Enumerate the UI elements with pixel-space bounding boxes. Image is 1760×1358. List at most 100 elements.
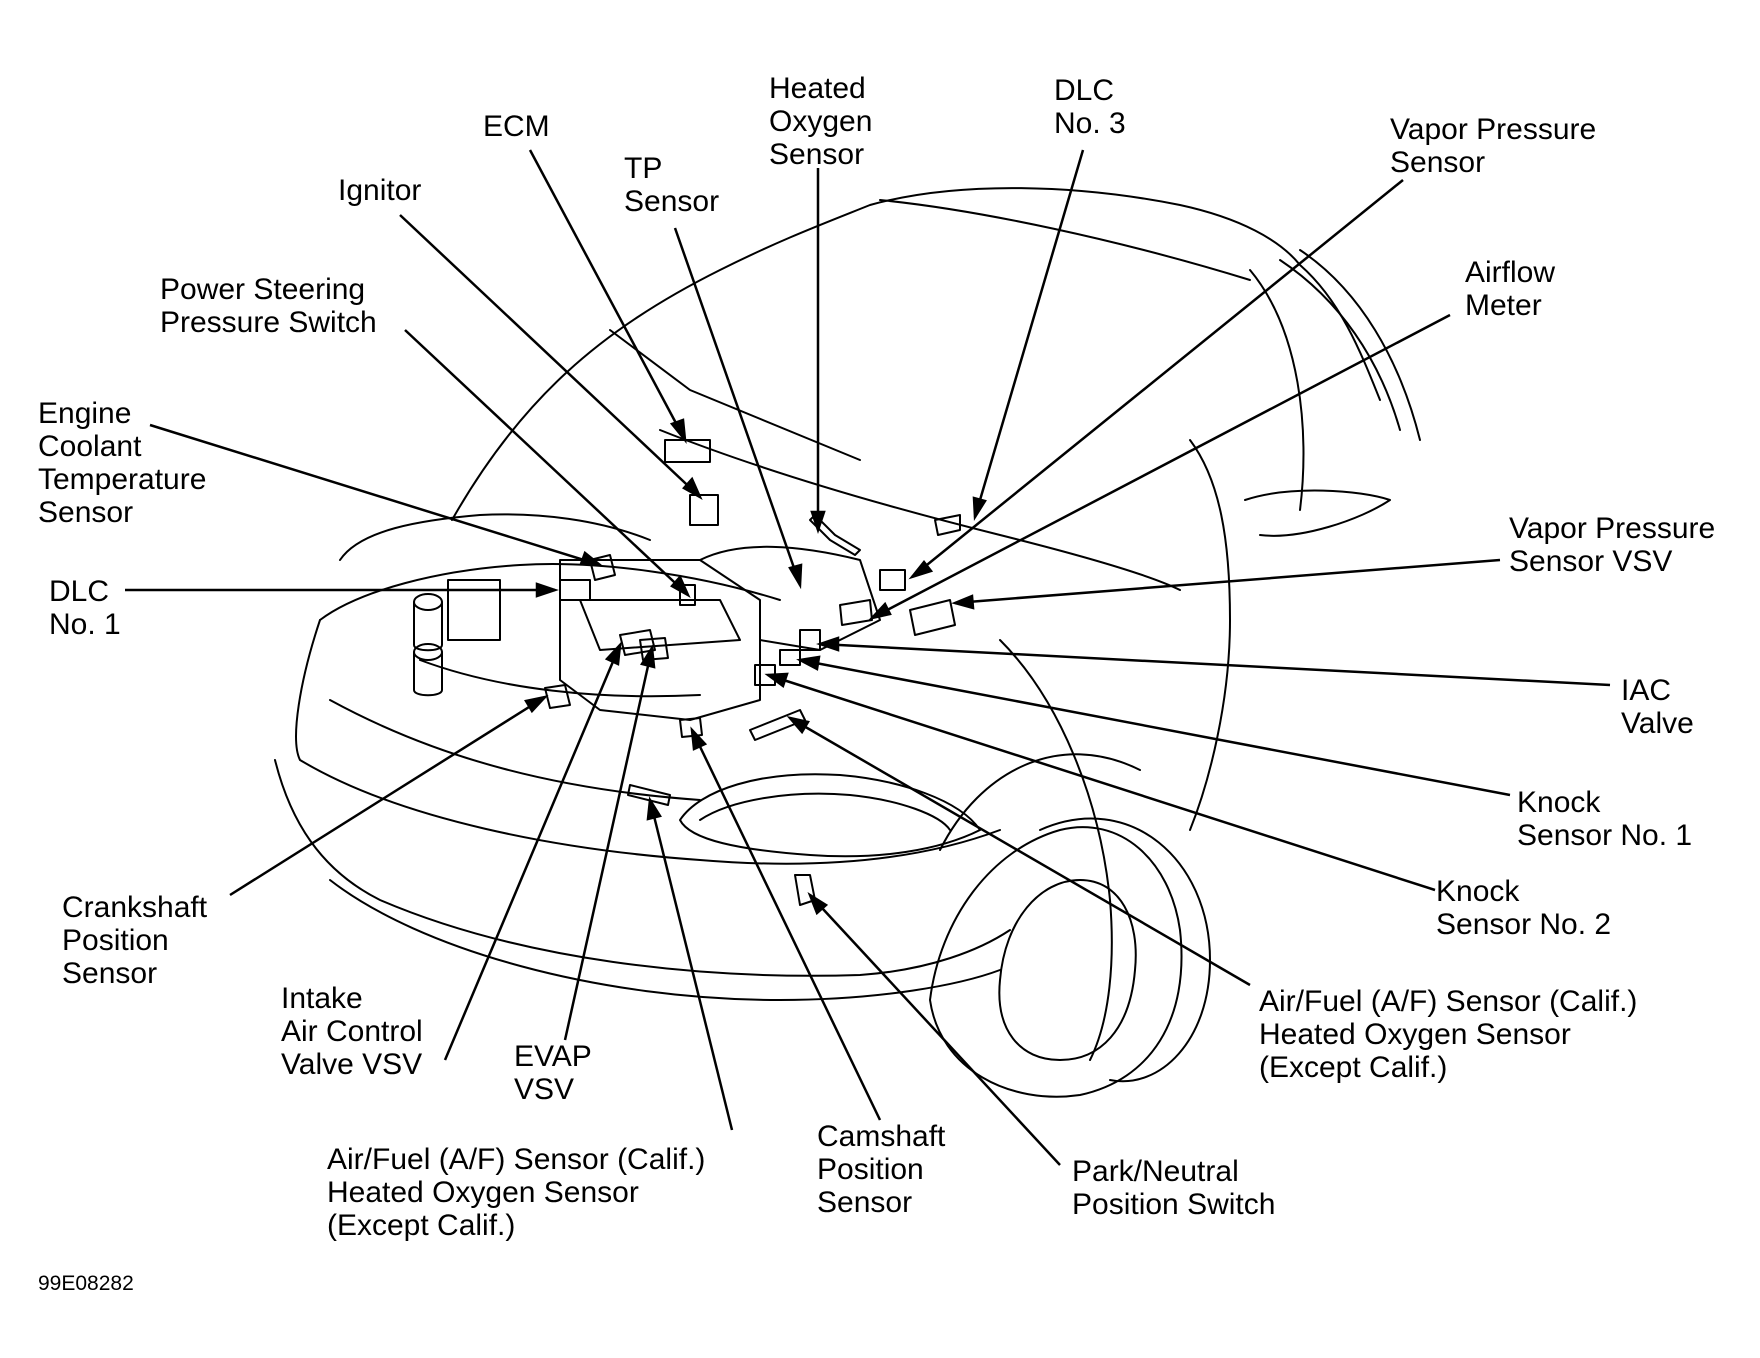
valve-cover (579, 599, 741, 651)
leader-vapor-vsv (954, 558, 1501, 605)
intake-vsv-part (619, 629, 656, 656)
arrowhead-airflow (868, 601, 892, 621)
iac-part (799, 629, 821, 651)
engine-bay-rim (319, 563, 781, 621)
leader-airflow (871, 313, 1451, 620)
hood-edge (609, 329, 861, 461)
label-evap-vsv: EVAP VSV (514, 1040, 592, 1106)
label-knock-sensor-no2: Knock Sensor No. 2 (1436, 875, 1612, 941)
engine-block (559, 559, 761, 721)
label-dlc-no3: DLC No. 3 (1054, 74, 1126, 140)
wheel-arch (939, 753, 1141, 851)
leader-ckp (229, 695, 546, 897)
bumper-lower (329, 879, 1001, 1001)
radiator-support (419, 659, 701, 698)
knock2-part (754, 664, 776, 686)
leader-tp (673, 227, 802, 586)
bumper-top (295, 619, 1001, 865)
fender (999, 639, 1113, 1061)
reservoir-1 (413, 593, 443, 611)
label-vapor-pressure-sensor-vsv: Vapor Pressure Sensor VSV (1509, 512, 1716, 578)
arrowhead-af-bottom (646, 796, 662, 821)
af-sensor-part (749, 709, 806, 741)
label-park-neutral-position-switch: Park/Neutral Position Switch (1072, 1155, 1276, 1221)
reservoir-1-body (413, 601, 443, 652)
label-power-steering-pressure-switch: Power Steering Pressure Switch (160, 273, 377, 339)
dlc3-part (934, 514, 961, 536)
leader-evap-vsv (563, 647, 654, 1041)
mirror (1244, 489, 1391, 537)
label-intake-air-control-valve-vsv: Intake Air Control Valve VSV (281, 982, 423, 1081)
label-iac-valve: IAC Valve (1621, 674, 1694, 740)
vapor-pressure-part (879, 569, 906, 591)
bumper-bottom (274, 759, 1011, 977)
engine-bay-left (339, 513, 651, 561)
ignitor-module (689, 494, 719, 526)
arrowhead-ps-switch (670, 574, 691, 598)
arrowhead-evap-vsv (640, 644, 656, 669)
label-heated-oxygen-sensor: Heated Oxygen Sensor (769, 72, 873, 171)
label-af-sensor-right: Air/Fuel (A/F) Sensor (Calif.) Heated Ox… (1259, 985, 1638, 1084)
label-dlc-no1: DLC No. 1 (49, 575, 121, 641)
arrowhead-vapor-pressure (908, 559, 934, 580)
arrowhead-iac (816, 636, 840, 652)
headlight (679, 773, 981, 858)
label-crankshaft-position-sensor: Crankshaft Position Sensor (62, 891, 208, 990)
label-knock-sensor-no1: Knock Sensor No. 1 (1517, 786, 1693, 852)
door-line (1189, 439, 1231, 831)
dlc1-part (559, 579, 591, 601)
leader-af-right (789, 716, 1251, 987)
windshield-line (879, 199, 1251, 281)
label-airflow-meter: Airflow Meter (1465, 256, 1556, 322)
arrowhead-knock1 (796, 655, 821, 671)
label-tp-sensor: TP Sensor (624, 152, 720, 218)
ps-switch-part (679, 584, 696, 606)
leader-ecm (528, 149, 687, 441)
ect-part (589, 554, 616, 581)
label-engine-coolant-temperature-sensor: Engine Coolant Temperature Sensor (38, 397, 207, 529)
arrowhead-park-neutral (807, 891, 829, 916)
reservoir-2 (413, 643, 443, 661)
arrowhead-dlc3 (972, 496, 987, 522)
leader-intake-vsv (443, 644, 622, 1061)
leader-iac (819, 642, 1611, 687)
arrowhead-ect (579, 550, 604, 567)
windshield-line-2 (1249, 269, 1305, 511)
leader-knock1 (799, 658, 1511, 797)
arrowhead-vapor-vsv (951, 594, 975, 610)
label-ecm: ECM (483, 110, 550, 143)
evap-vsv-part (639, 637, 669, 661)
leader-ps-switch (404, 329, 689, 596)
arrowhead-knock2 (764, 672, 789, 689)
tire-outer (929, 826, 1183, 1098)
leader-knock2 (767, 673, 1436, 892)
airflow-part (839, 599, 873, 626)
knock1-part (779, 649, 801, 666)
leader-dlc3 (973, 149, 1085, 518)
arrowhead-tp (788, 563, 803, 590)
arrowhead-dlc1 (535, 582, 559, 598)
label-camshaft-position-sensor: Camshaft Position Sensor (817, 1120, 946, 1219)
ecm-module (664, 439, 711, 463)
arrowhead-heated-o2 (810, 510, 826, 534)
reservoir-2-body (413, 651, 443, 697)
af-sensor-bottom-part (627, 784, 671, 806)
arrowhead-ecm (669, 418, 687, 445)
arrowhead-af-right (786, 715, 810, 735)
leader-cmp (690, 729, 882, 1121)
arrowhead-ckp (524, 694, 549, 714)
a-pillar (1279, 259, 1401, 431)
grille (329, 699, 701, 801)
label-af-sensor-bottom: Air/Fuel (A/F) Sensor (Calif.) Heated Ox… (327, 1143, 706, 1242)
leader-vapor-pressure (911, 179, 1404, 578)
intake-manifold (699, 545, 881, 651)
wheel-outer (1039, 817, 1211, 1083)
leader-ect (149, 423, 601, 567)
battery (447, 579, 501, 641)
arrowhead-cmp (690, 726, 708, 751)
leader-ignitor (399, 214, 701, 498)
figure-code: 99E08282 (38, 1272, 134, 1295)
cmp-part (679, 717, 703, 738)
